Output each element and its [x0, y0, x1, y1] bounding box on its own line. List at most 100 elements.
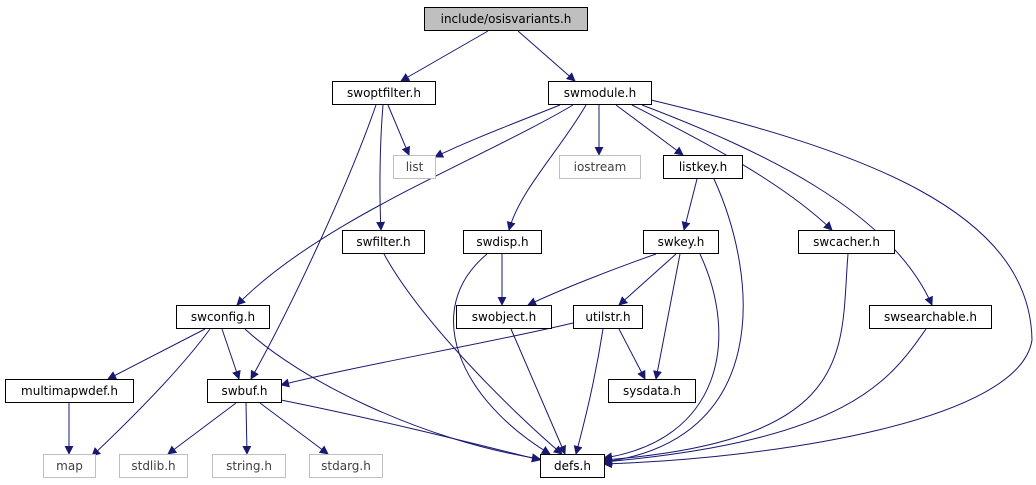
edge-swoptfilter-to-list — [387, 104, 411, 156]
edge-utilstr-to-defs — [573, 328, 604, 455]
node-box-listkey — [663, 155, 743, 179]
edge-swobject-to-defs — [510, 328, 566, 455]
edge-utilstr-to-sysdata — [618, 328, 646, 380]
node-box-swmodule — [548, 81, 652, 105]
edge-swkey-to-sysdata — [653, 253, 681, 380]
edge-swsearchable-to-defs — [603, 328, 927, 466]
node-map: map — [43, 454, 96, 478]
edge-swmodule-to-defs — [603, 99, 1033, 469]
node-box-swfilter — [342, 230, 425, 254]
node-osisvariants[interactable]: include/osisvariants.h — [424, 7, 588, 31]
node-swsearchable[interactable]: swsearchable.h — [869, 305, 992, 329]
node-string: string.h — [212, 454, 286, 478]
node-box-utilstr — [573, 305, 643, 329]
node-box-swcacher — [798, 230, 895, 254]
edge-swconfig-to-map — [91, 328, 211, 457]
node-label-sysdata: sysdata.h — [623, 384, 681, 398]
node-box-list — [393, 155, 436, 179]
edges-layer — [64, 30, 1033, 469]
edge-swbuf-to-stdlib — [167, 402, 237, 455]
node-box-osisvariants — [424, 7, 588, 31]
node-stdarg: stdarg.h — [309, 454, 383, 478]
edge-swmodule-to-swconfig — [236, 104, 574, 306]
node-swbuf[interactable]: swbuf.h — [207, 379, 282, 403]
node-label-swbuf: swbuf.h — [221, 384, 267, 398]
node-swfilter[interactable]: swfilter.h — [342, 230, 425, 254]
node-defs[interactable]: defs.h — [540, 454, 605, 478]
node-label-swcacher: swcacher.h — [813, 235, 880, 249]
edge-osisvariants-to-swoptfilter — [400, 30, 489, 82]
node-label-swsearchable: swsearchable.h — [884, 310, 977, 324]
node-listkey[interactable]: listkey.h — [663, 155, 743, 179]
edge-swbuf-to-string — [242, 402, 252, 455]
node-label-swconfig: swconfig.h — [191, 310, 255, 324]
node-label-string: string.h — [226, 459, 272, 473]
node-stdlib: stdlib.h — [119, 454, 188, 478]
edge-listkey-to-defs — [603, 178, 744, 466]
node-box-multimapwdef — [5, 379, 134, 403]
node-utilstr[interactable]: utilstr.h — [573, 305, 643, 329]
node-box-swobject — [456, 305, 552, 329]
node-box-defs — [540, 454, 605, 478]
node-swconfig[interactable]: swconfig.h — [176, 305, 270, 329]
edge-swbuf-to-stdarg — [259, 402, 329, 455]
edge-swcacher-to-defs — [603, 253, 849, 464]
node-box-swbuf — [207, 379, 282, 403]
edge-swoptfilter-to-swfilter — [376, 104, 386, 231]
edge-swmodule-to-swsearchable — [641, 104, 933, 306]
edge-swbuf-to-defs — [280, 399, 541, 463]
edge-swkey-to-utilstr — [618, 253, 677, 306]
node-box-iostream — [559, 155, 641, 179]
node-box-string — [212, 454, 286, 478]
edge-osisvariants-to-swmodule — [517, 30, 576, 82]
node-label-defs: defs.h — [554, 459, 591, 473]
node-box-stdlib — [119, 454, 188, 478]
node-label-swobject: swobject.h — [472, 310, 536, 324]
node-label-swfilter: swfilter.h — [356, 235, 410, 249]
node-swcacher[interactable]: swcacher.h — [798, 230, 895, 254]
node-swoptfilter[interactable]: swoptfilter.h — [332, 81, 436, 105]
node-swdisp[interactable]: swdisp.h — [463, 230, 542, 254]
node-sysdata[interactable]: sysdata.h — [608, 379, 696, 403]
node-list: list — [393, 155, 436, 179]
node-box-swsearchable — [869, 305, 992, 329]
edge-swdisp-to-defs — [453, 253, 551, 455]
node-label-list: list — [406, 160, 424, 174]
node-box-sysdata — [608, 379, 696, 403]
node-label-listkey: listkey.h — [679, 160, 727, 174]
edge-swmodule-to-swdisp — [506, 104, 587, 231]
edge-swconfig-to-defs — [244, 328, 541, 463]
edge-swconfig-to-swbuf — [221, 328, 241, 380]
node-label-stdlib: stdlib.h — [131, 459, 175, 473]
node-swkey[interactable]: swkey.h — [643, 230, 719, 254]
node-label-iostream: iostream — [574, 160, 627, 174]
edge-swmodule-to-list — [434, 104, 561, 158]
node-label-osisvariants: include/osisvariants.h — [441, 12, 572, 26]
edge-utilstr-to-swbuf — [280, 322, 574, 388]
node-label-swoptfilter: swoptfilter.h — [347, 86, 421, 100]
node-label-swkey: swkey.h — [658, 235, 705, 249]
node-box-swoptfilter — [332, 81, 436, 105]
node-box-swdisp — [463, 230, 542, 254]
node-swobject[interactable]: swobject.h — [456, 305, 552, 329]
node-iostream: iostream — [559, 155, 641, 179]
edge-swmodule-to-listkey — [615, 104, 684, 156]
node-box-map — [43, 454, 96, 478]
edge-swkey-to-swobject — [527, 253, 657, 306]
node-label-utilstr: utilstr.h — [585, 310, 630, 324]
node-box-swkey — [643, 230, 719, 254]
nodes-layer: include/osisvariants.h swoptfilter.h swmod… — [5, 7, 992, 478]
node-swmodule[interactable]: swmodule.h — [548, 81, 652, 105]
edge-swfilter-to-defs — [383, 253, 563, 455]
node-label-swdisp: swdisp.h — [476, 235, 528, 249]
node-multimapwdef[interactable]: multimapwdef.h — [5, 379, 134, 403]
node-label-stdarg: stdarg.h — [321, 459, 371, 473]
edge-swconfig-to-multimapwdef — [107, 328, 206, 380]
edge-swkey-to-defs — [603, 253, 720, 462]
node-label-multimapwdef: multimapwdef.h — [21, 384, 118, 398]
node-box-stdarg — [309, 454, 383, 478]
node-box-swconfig — [176, 305, 270, 329]
node-label-swmodule: swmodule.h — [564, 86, 636, 100]
node-label-map: map — [56, 459, 83, 473]
